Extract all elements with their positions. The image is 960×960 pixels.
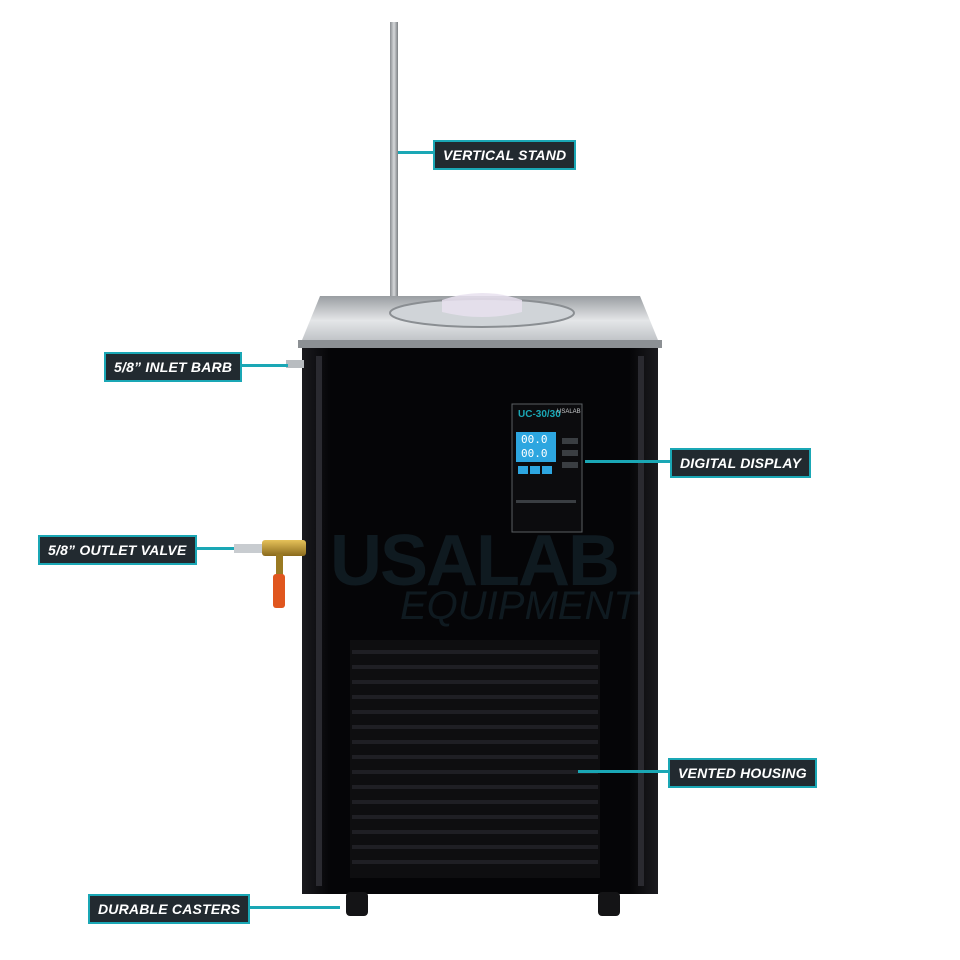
display-readout-bottom: 00.0 (521, 447, 548, 460)
callout-digital-display: DIGITAL DISPLAY (670, 448, 812, 478)
leader-durable-casters (240, 906, 340, 909)
vertical-stand-rod (390, 22, 398, 312)
label-vented-housing: VENTED HOUSING (668, 758, 817, 788)
watermark-line1: USALAB (330, 521, 620, 601)
label-durable-casters: DURABLE CASTERS (88, 894, 251, 924)
callout-vented-housing: VENTED HOUSING (668, 758, 817, 788)
display-brand-label: USALAB (557, 409, 581, 415)
label-inlet-barb: 5/8” INLET BARB (104, 352, 243, 382)
leader-vented-housing (578, 770, 670, 773)
caster-right (598, 892, 620, 916)
label-vertical-stand: VERTICAL STAND (433, 140, 577, 170)
caster-left (346, 892, 368, 916)
leader-outlet-valve (192, 547, 234, 550)
display-readout-top: 00.0 (521, 433, 548, 446)
inlet-barb (286, 360, 304, 368)
outlet-valve (234, 540, 306, 608)
callout-vertical-stand: VERTICAL STAND (433, 140, 577, 170)
callout-durable-casters: DURABLE CASTERS (88, 894, 251, 924)
leader-vertical-stand (398, 151, 434, 154)
label-outlet-valve: 5/8” OUTLET VALVE (38, 535, 197, 565)
display-model-label: UC-30/30 (518, 409, 561, 420)
vent-grille (350, 640, 600, 878)
leader-inlet-barb (240, 364, 288, 367)
callout-outlet-valve: 5/8” OUTLET VALVE (38, 535, 197, 565)
watermark: USALAB EQUIPMENT (330, 520, 638, 629)
leader-digital-display (585, 460, 671, 463)
watermark-line2: EQUIPMENT (400, 584, 638, 628)
label-digital-display: DIGITAL DISPLAY (670, 448, 812, 478)
callout-inlet-barb: 5/8” INLET BARB (104, 352, 243, 382)
